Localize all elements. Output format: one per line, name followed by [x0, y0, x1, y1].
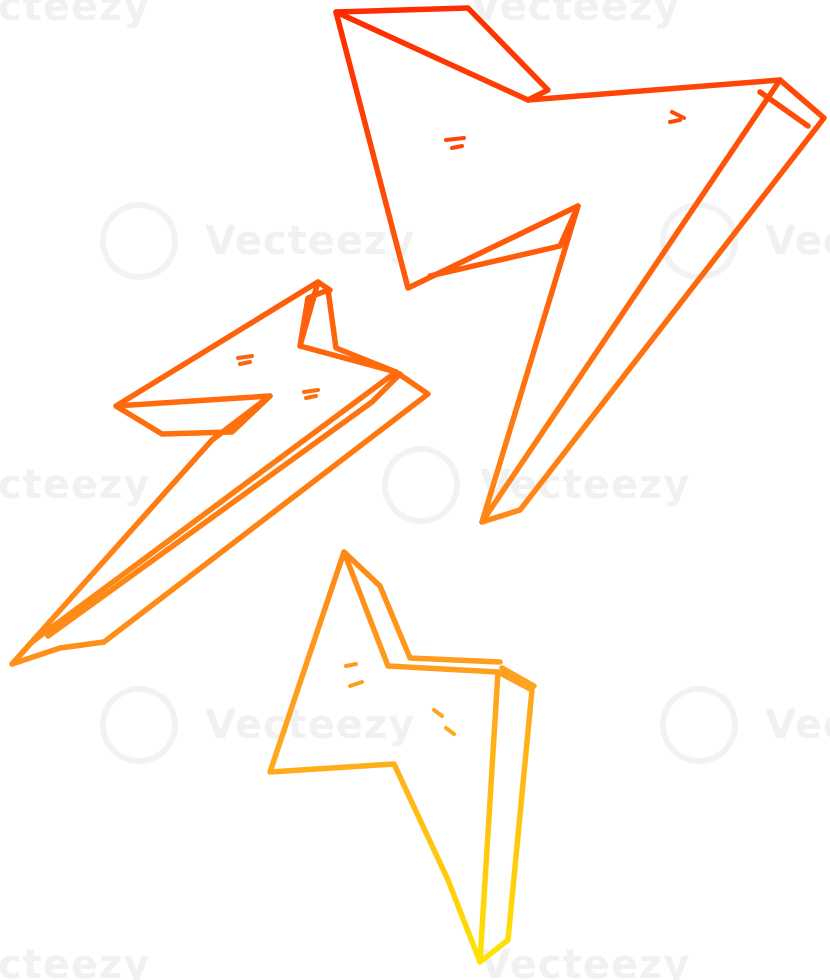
- vecteezy-logo-icon: [382, 446, 460, 524]
- watermark-text: Vecteezy: [0, 462, 151, 508]
- watermark-text: Vecteezy: [205, 702, 416, 748]
- watermark-text: Vecteezy: [480, 942, 691, 980]
- small-lightning-bolt-icon: [267, 549, 537, 965]
- watermark-text: Vecteezy: [765, 218, 830, 264]
- watermark-text: Vecteezy: [470, 0, 681, 30]
- vecteezy-logo-icon: [100, 686, 178, 764]
- large-lightning-bolt-icon: [333, 5, 827, 525]
- vecteezy-logo-icon: [100, 202, 178, 280]
- watermark-text: Vecteezy: [205, 218, 416, 264]
- watermark-text: Vecteezy: [765, 702, 830, 748]
- medium-lightning-bolt-icon: [9, 279, 431, 667]
- watermark-text: Vecteezy: [0, 0, 151, 30]
- vecteezy-logo-icon: [660, 686, 738, 764]
- watermark-text: Vecteezy: [0, 942, 151, 980]
